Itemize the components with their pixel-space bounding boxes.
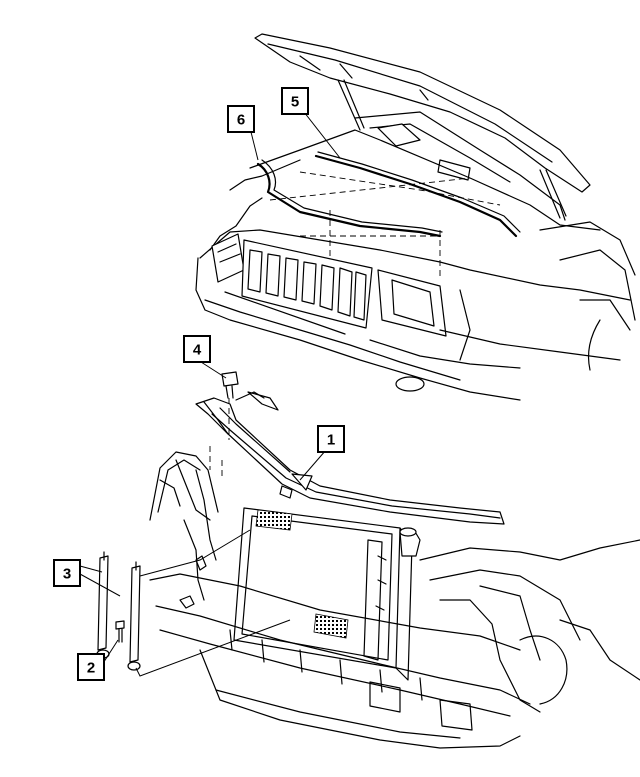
callout-2: 2 <box>77 653 105 681</box>
grille-slots <box>247 249 367 321</box>
callout-4: 4 <box>183 335 211 363</box>
callout-4-label: 4 <box>193 342 202 359</box>
callout-3: 3 <box>53 559 81 587</box>
crossmember-part-1 <box>195 397 505 525</box>
hood-strut-left <box>337 79 365 131</box>
callout-2-label: 2 <box>87 660 95 677</box>
hood-latch <box>291 473 313 491</box>
callout-5: 5 <box>281 87 309 115</box>
hood-prop-part-3 <box>96 551 141 671</box>
callout-5-label: 5 <box>291 94 299 111</box>
bolt-part-4 <box>221 371 239 399</box>
right-headlamp <box>377 269 447 337</box>
seal-5-part <box>314 154 518 238</box>
hood-strut-right <box>539 169 567 219</box>
callout-1: 1 <box>317 425 345 453</box>
callout-leaders <box>79 111 341 669</box>
seal-6-part <box>256 162 442 238</box>
radiator-support-illustration <box>96 371 640 749</box>
vehicle-front-illustration <box>195 33 636 401</box>
bolt-part-2 <box>115 620 125 643</box>
hood-panel <box>254 33 591 193</box>
callout-3-label: 3 <box>63 566 71 583</box>
callout-6: 6 <box>227 105 255 133</box>
callout-6-label: 6 <box>237 112 245 129</box>
front-fascia-outline <box>199 229 631 301</box>
callout-1-label: 1 <box>327 432 335 449</box>
